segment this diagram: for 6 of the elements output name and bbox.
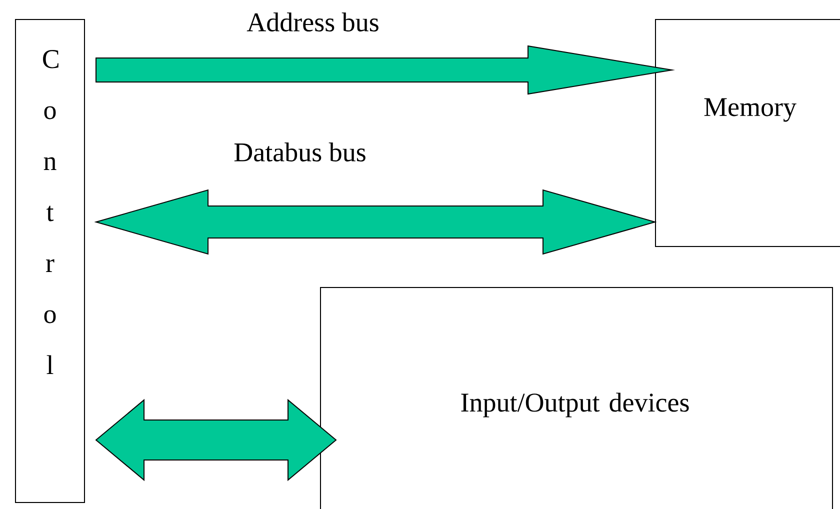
box: Control [15,19,85,503]
edge-label: Databus bus [232,142,368,162]
block-arrow [96,45,676,95]
box: Memory [655,19,840,247]
box: Input/Output devices [320,287,833,509]
edge-label: Address bus [246,12,380,32]
